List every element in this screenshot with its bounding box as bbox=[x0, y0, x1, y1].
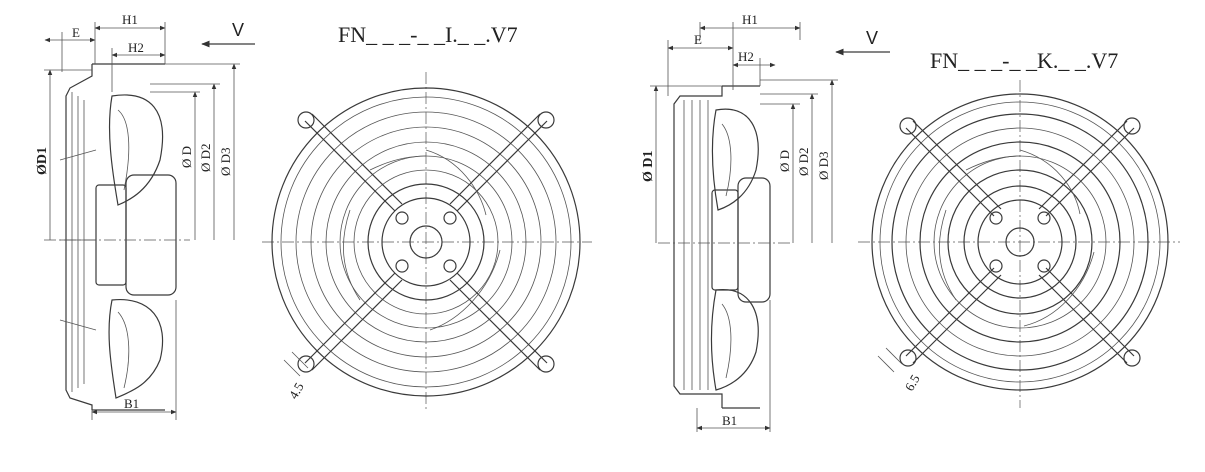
left-side-view bbox=[44, 63, 190, 411]
dim-h1-right: H1 bbox=[742, 12, 758, 27]
dim-d1-left: ØD1 bbox=[35, 147, 50, 175]
left-front-view: 4.5 bbox=[262, 72, 592, 410]
arrow-label-v-left: V bbox=[232, 20, 244, 40]
dim-b1-right: B1 bbox=[722, 413, 737, 428]
dim-b1-left: B1 bbox=[124, 396, 139, 411]
left-side-dim-labels: E H1 H2 B1 ØD1 Ø D Ø D2 Ø D3 V bbox=[35, 12, 244, 411]
right-front-view: 6.5 bbox=[858, 80, 1180, 408]
hole-dim-right: 6.5 bbox=[902, 372, 923, 394]
hole-dim-left: 4.5 bbox=[286, 380, 307, 402]
right-side-dimensions bbox=[650, 22, 890, 432]
dim-d3-left: Ø D3 bbox=[218, 147, 233, 176]
dim-e-left: E bbox=[72, 25, 80, 40]
dim-d-left: Ø D bbox=[179, 146, 194, 168]
right-side-view bbox=[658, 85, 790, 409]
dim-h2-right: H2 bbox=[738, 49, 754, 64]
dim-d-right: Ø D bbox=[777, 150, 792, 172]
dim-e-right: E bbox=[694, 32, 702, 47]
dim-d3-right: Ø D3 bbox=[816, 151, 831, 180]
arrow-label-v-right: V bbox=[866, 28, 878, 48]
left-side-dimensions bbox=[44, 22, 255, 420]
right-side-dim-labels: E H1 H2 B1 Ø D1 Ø D Ø D2 Ø D3 V bbox=[641, 12, 878, 428]
dim-h2-left: H2 bbox=[128, 40, 144, 55]
dim-h1-left: H1 bbox=[122, 12, 138, 27]
dim-d2-right: Ø D2 bbox=[796, 147, 811, 176]
dim-d1-right: Ø D1 bbox=[641, 151, 656, 183]
model-code-left: FN_ _ _-_ _I._ _.V7 bbox=[338, 22, 518, 47]
dim-d2-left: Ø D2 bbox=[198, 143, 213, 172]
model-code-right: FN_ _ _-_ _K._ _.V7 bbox=[930, 48, 1118, 73]
